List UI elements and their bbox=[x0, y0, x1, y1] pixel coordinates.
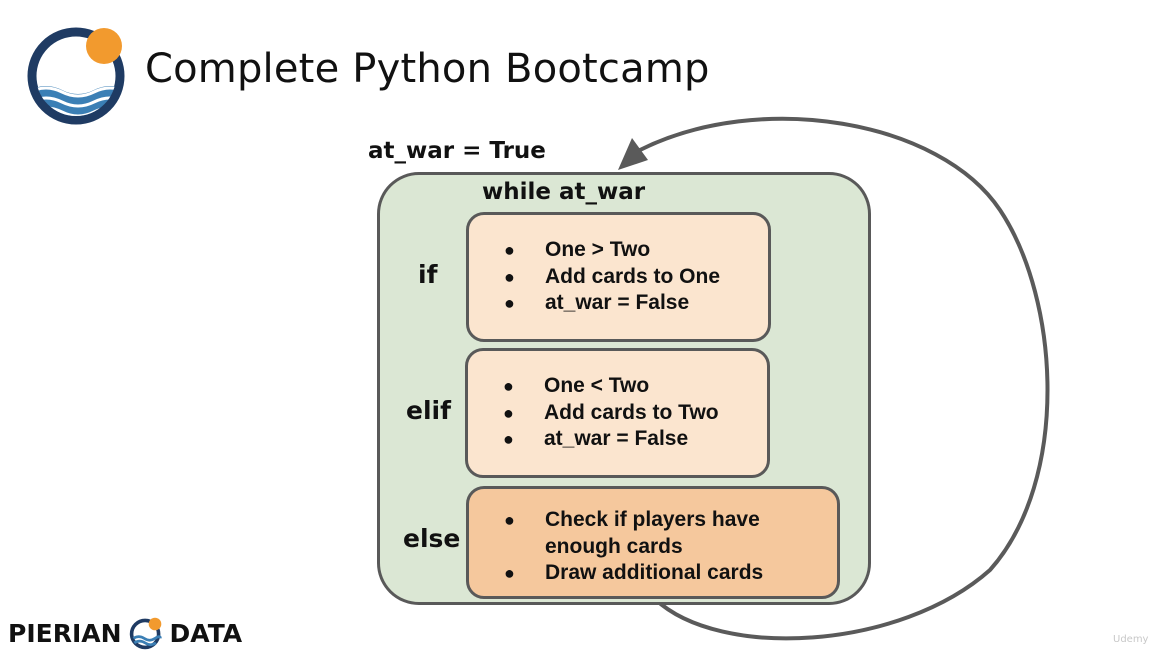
bullet-icon: ● bbox=[503, 402, 514, 423]
if-branch-list: ● One > Two ● Add cards to One ● at_war = F… bbox=[499, 237, 720, 317]
pierian-data-brand: PIERIAN DATA bbox=[8, 616, 242, 650]
elif-keyword: elif bbox=[406, 396, 451, 425]
bullet-icon: ● bbox=[504, 563, 515, 583]
bullet-icon: ● bbox=[503, 376, 514, 396]
elif-branch-list: ● One < Two ● Add cards to Two ● at_war = F… bbox=[498, 373, 719, 453]
brand-right-text: DATA bbox=[169, 618, 243, 648]
bullet-icon: ● bbox=[504, 266, 515, 287]
list-item-text: One < Two bbox=[544, 374, 650, 397]
brand-left-text: PIERIAN bbox=[8, 618, 122, 648]
list-item-text: Check if players have enough cards bbox=[545, 508, 760, 558]
list-item: ● at_war = False bbox=[499, 290, 720, 317]
if-branch-box: ● One > Two ● Add cards to One ● at_war = F… bbox=[466, 212, 771, 342]
list-item-text: Draw additional cards bbox=[545, 561, 764, 584]
list-item-text: Add cards to Two bbox=[544, 400, 719, 424]
pierian-logo-small-icon bbox=[129, 617, 162, 650]
list-item: ● Add cards to One bbox=[499, 264, 720, 291]
bullet-icon: ● bbox=[504, 240, 515, 260]
init-statement: at_war = True bbox=[368, 138, 546, 164]
list-item: ● One > Two bbox=[499, 237, 720, 264]
bullet-icon: ● bbox=[503, 429, 514, 449]
list-item: ● Draw additional cards bbox=[499, 560, 785, 587]
udemy-watermark: Udemy bbox=[1113, 634, 1149, 645]
page-title: Complete Python Bootcamp bbox=[145, 46, 710, 92]
list-item: ● at_war = False bbox=[498, 426, 719, 453]
else-branch-list: ● Check if players have enough cards ● Dra… bbox=[499, 507, 785, 587]
while-loop-label: while at_war bbox=[482, 179, 646, 205]
else-keyword: else bbox=[403, 524, 461, 553]
list-item-text: One > Two bbox=[545, 238, 651, 261]
else-branch-box: ● Check if players have enough cards ● Dra… bbox=[466, 486, 840, 599]
list-item: ● One < Two bbox=[498, 373, 719, 400]
list-item-text: at_war = False bbox=[545, 291, 690, 314]
bullet-icon: ● bbox=[504, 293, 515, 313]
list-item-text: Add cards to One bbox=[545, 264, 721, 288]
bullet-icon: ● bbox=[504, 510, 515, 530]
elif-branch-box: ● One < Two ● Add cards to Two ● at_war = F… bbox=[465, 348, 770, 478]
if-keyword: if bbox=[418, 260, 438, 289]
list-item: ● Add cards to Two bbox=[498, 400, 719, 427]
list-item: ● Check if players have enough cards bbox=[499, 507, 785, 560]
pierian-logo-icon bbox=[27, 27, 125, 125]
list-item-text: at_war = False bbox=[544, 427, 689, 450]
